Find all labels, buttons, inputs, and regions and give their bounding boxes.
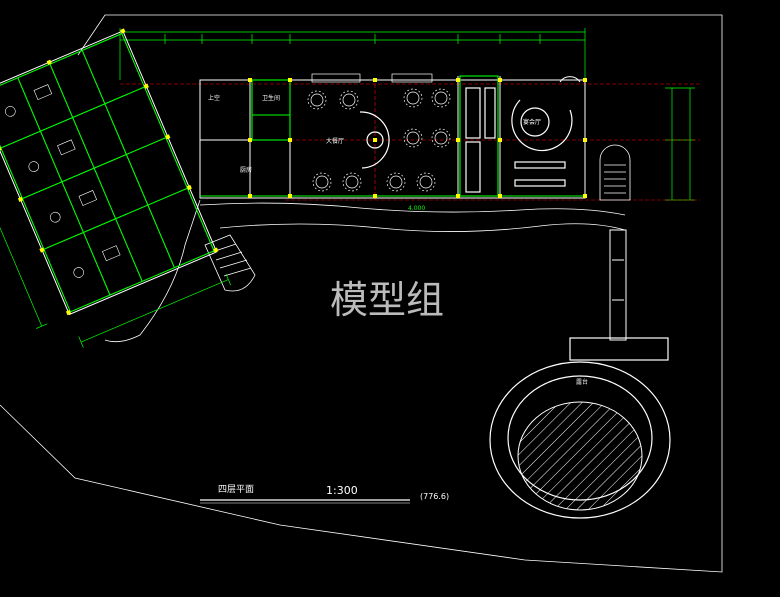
top-dimension-chain: [119, 28, 586, 80]
drawing-title: 四层平面: [218, 484, 254, 495]
left-wing: [0, 28, 232, 348]
label-toilet-upper: 卫生间: [262, 94, 280, 102]
lower-corridor: [104, 199, 626, 343]
watermark: 模型组: [330, 278, 444, 322]
drawing-elevation: (776.6): [420, 492, 449, 501]
level-mark: 4.000: [408, 205, 425, 212]
main-partitions: [200, 75, 585, 197]
label-storage: 上空: [208, 94, 220, 102]
connector-bridge: [609, 229, 627, 341]
column-markers: [248, 78, 587, 198]
axis-lines: [120, 78, 700, 201]
label-kitchen: 厨房: [240, 166, 252, 174]
label-event-hall: 宴会厅: [523, 118, 541, 126]
label-pavilion: 露台: [576, 378, 588, 386]
drawing-scale: 1:300: [326, 484, 358, 497]
rotunda-hatched-roof: [517, 401, 643, 511]
dining-tables: [307, 73, 451, 192]
stair-right: [599, 144, 631, 201]
right-dimension-chain: [665, 87, 695, 201]
label-dining-hall: 大餐厅: [326, 137, 344, 145]
site-boundary: [0, 14, 723, 573]
stage-arcs: [359, 87, 573, 193]
